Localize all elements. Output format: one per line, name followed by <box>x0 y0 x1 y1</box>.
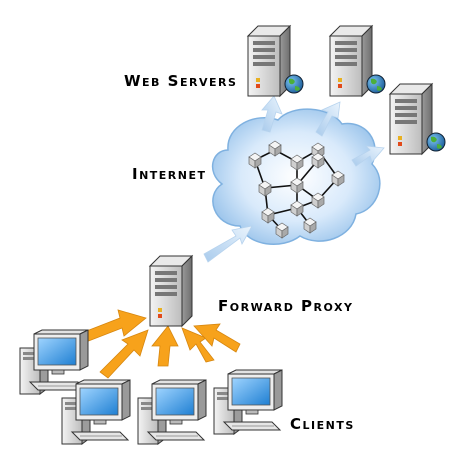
proxy-to-internet-arrow <box>203 225 253 263</box>
server-tower-icon <box>149 255 193 327</box>
client-4 <box>213 369 283 435</box>
internet-label: Internet <box>132 165 207 183</box>
web-server-2 <box>329 25 386 97</box>
web-servers-label: Web Servers <box>124 72 238 90</box>
arrow-to-server-1 <box>261 95 283 133</box>
arrow-to-server-3 <box>351 145 385 167</box>
globe-icon <box>366 74 386 94</box>
internet-arrows <box>261 95 385 167</box>
globe-icon <box>284 74 304 94</box>
arrow-client-4 <box>181 327 215 363</box>
desktop-computer-icon <box>137 379 207 445</box>
arrow-client-1 <box>83 309 147 343</box>
internet-cloud-icon <box>211 108 381 245</box>
globe-icon <box>426 132 446 152</box>
arrow-client-2 <box>99 329 149 379</box>
forward-proxy-label: Forward Proxy <box>218 297 354 315</box>
client-arrows <box>83 309 241 379</box>
server-tower-icon <box>389 83 433 155</box>
client-3 <box>137 379 207 445</box>
clients-label: Clients <box>290 415 355 433</box>
web-server-3 <box>389 83 446 155</box>
web-server-1 <box>247 25 304 97</box>
server-tower-icon <box>329 25 373 97</box>
arrow-client-3 <box>151 325 179 367</box>
forward-proxy-server <box>149 255 193 327</box>
server-tower-icon <box>247 25 291 97</box>
desktop-computer-icon <box>213 369 283 435</box>
arrow-to-server-2 <box>315 101 341 137</box>
arrow-client-5 <box>193 323 241 353</box>
